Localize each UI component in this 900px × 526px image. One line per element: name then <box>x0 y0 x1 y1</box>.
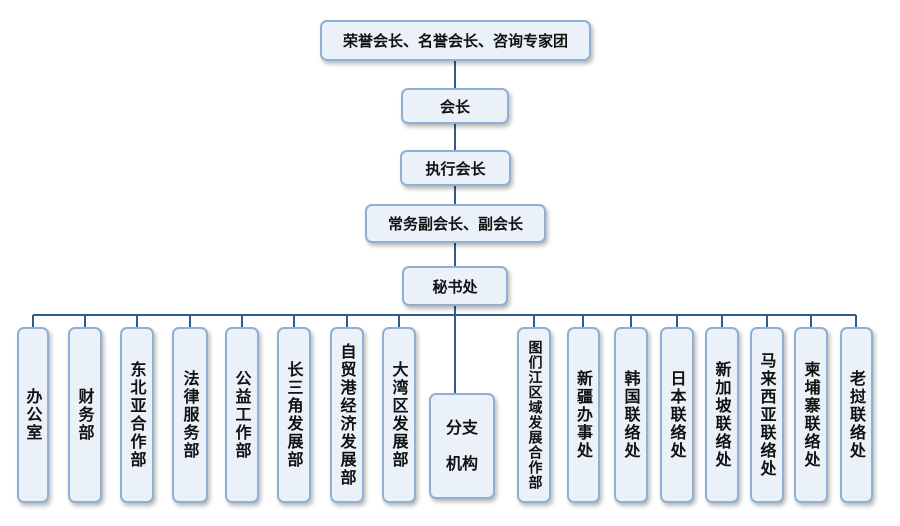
department-finance: 财务部 <box>68 327 102 503</box>
department-office: 办公室 <box>17 327 49 503</box>
department-legal-services: 法律服务部 <box>172 327 208 503</box>
branch-label-line2: 机构 <box>445 454 478 473</box>
office-singapore: 新加坡联络处 <box>705 327 739 503</box>
department-greater-bay: 大湾区发展部 <box>382 327 416 503</box>
office-laos: 老挝联络处 <box>840 327 873 503</box>
executive-president-box: 执行会长 <box>400 150 511 186</box>
branch-label-line1: 分支 <box>445 418 478 437</box>
honorary-leaders-box: 荣誉会长、名誉会长、咨询专家团 <box>320 20 591 61</box>
department-northeast-asia: 东北亚合作部 <box>120 327 154 503</box>
office-korea: 韩国联络处 <box>614 327 648 503</box>
office-japan: 日本联络处 <box>660 327 694 503</box>
office-malaysia: 马来西亚联络处 <box>750 327 784 503</box>
branch-organizations-box: 分支 机构 <box>429 393 495 499</box>
department-public-welfare: 公益工作部 <box>225 327 259 503</box>
department-tumen-river: 图们江区域发展合作部 <box>517 327 551 503</box>
department-yangtze-delta: 长三角发展部 <box>277 327 311 503</box>
office-cambodia: 柬埔寨联络处 <box>794 327 828 503</box>
vice-presidents-box: 常务副会长、副会长 <box>365 204 546 243</box>
secretariat-box: 秘书处 <box>402 266 508 306</box>
office-xinjiang: 新疆办事处 <box>567 327 600 503</box>
department-free-trade-port: 自贸港经济发展部 <box>330 327 364 503</box>
president-box: 会长 <box>401 88 509 124</box>
